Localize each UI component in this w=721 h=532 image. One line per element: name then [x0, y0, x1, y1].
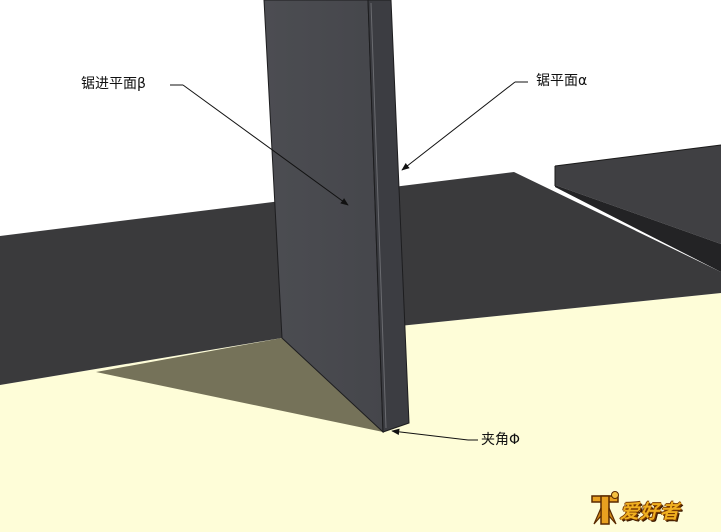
leader-alpha-arrow [401, 81, 516, 171]
blade-shadow [96, 338, 383, 432]
label-included-angle-phi: 夹角Φ [481, 432, 521, 448]
right-block-top [555, 145, 721, 244]
label-saw-advance-plane-beta: 锯进平面β [81, 76, 146, 92]
label-saw-plane-alpha: 锯平面α [536, 73, 588, 89]
leader-beta-arrow [182, 84, 349, 206]
leader-phi-arrow [391, 428, 469, 441]
wood-carpenter-logo-icon [591, 491, 619, 525]
site-logo: 爱好者 [590, 490, 716, 526]
right-block-edge [554, 144, 721, 167]
blade-edge-alpha [367, 0, 410, 433]
logo-text: 爱好者 [620, 501, 681, 523]
blade-face-highlight [370, 2, 387, 429]
right-block-front [555, 185, 721, 272]
